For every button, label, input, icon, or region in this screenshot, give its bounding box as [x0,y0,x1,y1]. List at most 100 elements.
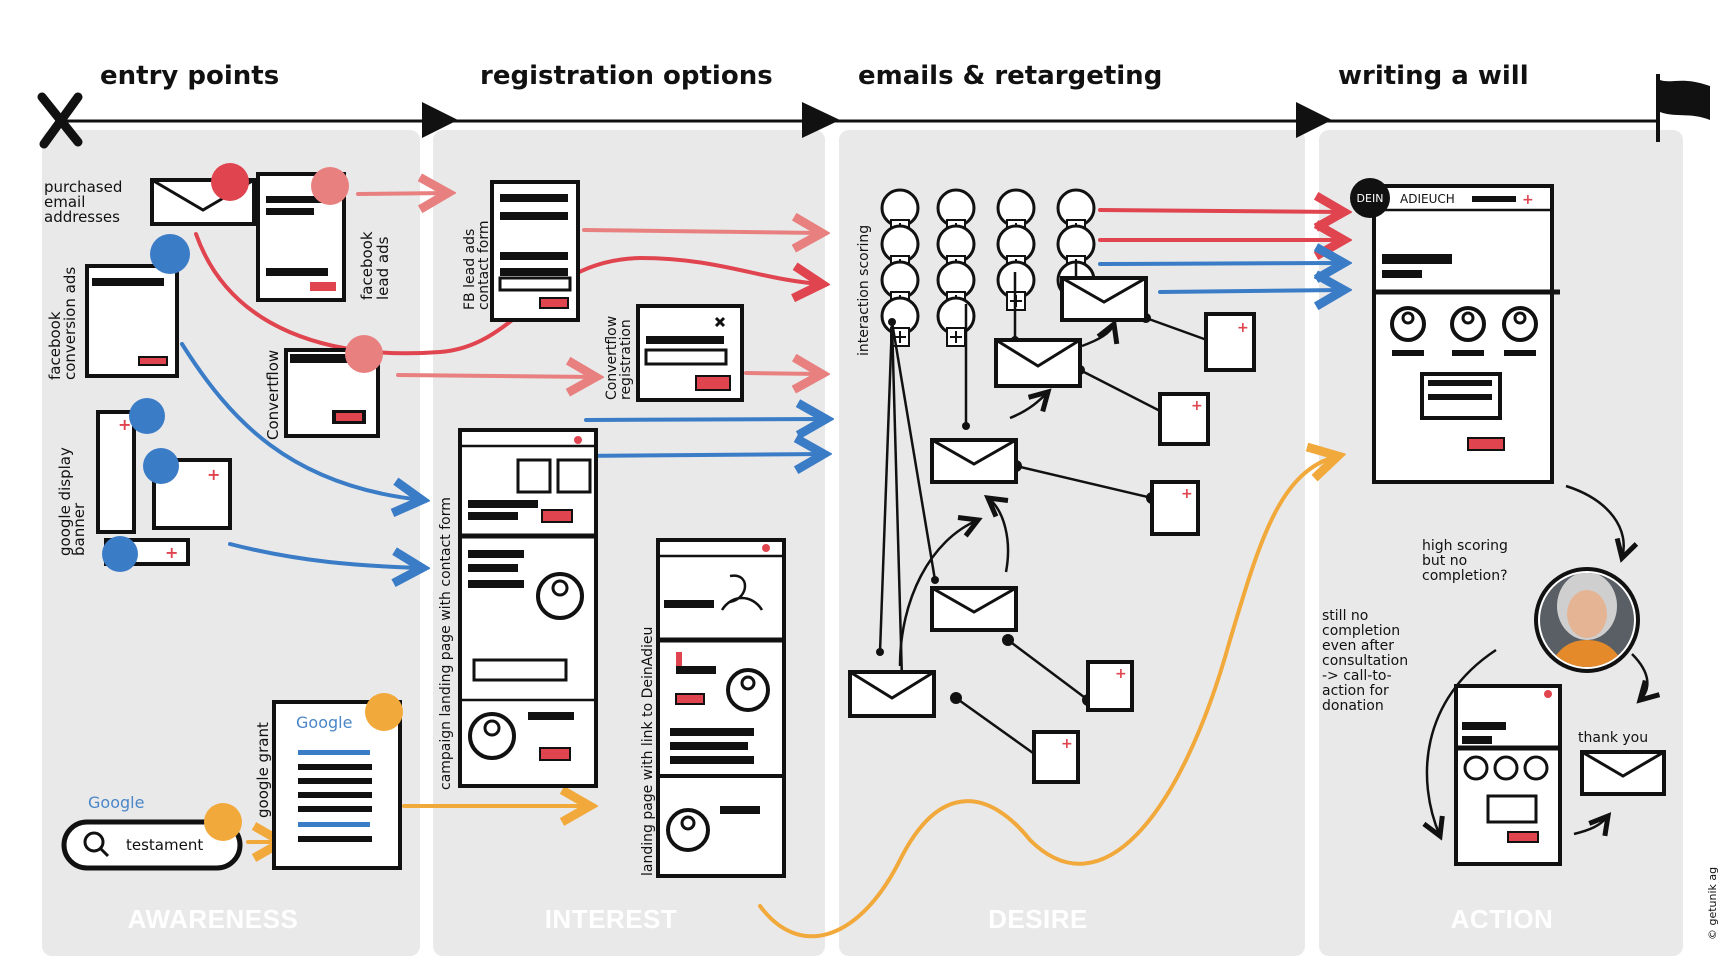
plus-icon [894,331,906,343]
phase-title-awareness: entry points [100,61,279,91]
envelope-icon [930,586,1018,632]
envelope-icon [848,670,936,718]
blue-dot [129,398,165,434]
google-logo: Google [88,793,144,812]
envelope-icon [994,338,1082,388]
deinadieu-page-mock: DEIN ADIEUCH + [1350,178,1560,484]
plus-icon: + [118,415,131,434]
person-icon [1450,306,1486,342]
fb-lead-form-mock: FB lead ads contact form [462,180,580,322]
svg-text:+: + [1061,736,1073,752]
label-google-grant: google grant [254,722,272,818]
envelope-icon [1580,750,1666,796]
brand-badge-text: DEIN [1357,192,1384,205]
label-fb-conv: conversion ads [61,267,79,380]
label-campaign-landing: campaign landing page with contact form [438,497,454,790]
flow-arrow [1631,653,1647,700]
finish-flag-icon [1656,74,1710,142]
campaign-landing-mock: campaign landing page with contact form [438,428,598,790]
phase-arrow-icon [1296,102,1332,138]
high-scoring-note: high scoring but no completion? [1422,538,1508,584]
person-icon [726,668,770,712]
svg-text:+: + [1181,486,1193,502]
plus-icon: + [207,465,220,484]
red-dot [211,163,249,201]
blue-dot [143,448,179,484]
person-icon [1390,306,1426,342]
landing-link-mock: landing page with link to DeinAdieu [640,538,786,878]
desire-ad-cards: + + + + + [1032,312,1256,784]
note-line: consultation [1322,653,1408,669]
label-interaction-scoring: interaction scoring [856,225,872,356]
note-line: still no [1322,608,1368,624]
phase-arrow-icon [422,102,458,138]
flow-arrows [180,193,1344,939]
thank-you-mail: thank you [1578,730,1666,796]
phase-title-action: writing a will [1338,61,1529,91]
person-icon [1493,755,1519,781]
note-line: action for [1322,683,1389,699]
phase-name-awareness: AWARENESS [128,904,299,934]
brand-badge [1350,178,1390,218]
salmon-dot [345,335,383,373]
orange-dot [204,803,242,841]
label-purchased: email [44,193,85,211]
person-icon [1523,755,1549,781]
label-convertflow: Convertflow [264,350,282,440]
phase-title-interest: registration options [480,61,773,91]
label-fb-conv: facebook [46,311,64,380]
brand-name: ADIEUCH [1400,192,1455,206]
envelope-icon [150,178,256,226]
label-fb-lead: lead ads [374,236,392,300]
start-cross-icon [37,92,83,149]
desire-envelopes [848,276,1148,718]
person-icon [666,808,710,852]
purchased-email-group: purchased email addresses [44,163,256,226]
person-icon [536,572,584,620]
google-logo: Google [296,713,352,732]
svg-text:+: + [1237,320,1249,336]
phase-name-action: ACTION [1451,904,1554,934]
label-fb-lead-form: contact form [476,221,492,310]
svg-text:+: + [1115,666,1127,682]
google-display-mock: google display banner + + + [56,398,232,572]
label-google-display: google display [56,447,74,556]
flow-arrow [1573,816,1608,834]
label-purchased: purchased [44,178,122,196]
label-fb-lead-form: FB lead ads [462,229,478,310]
note-line: completion [1322,623,1400,639]
fb-conversion-ad-mock: facebook conversion ads [46,234,190,380]
fb-lead-ad-mock: facebook lead ads [256,167,392,302]
label-convertflow-reg: Convertflow [604,316,620,400]
orange-dot [365,693,403,731]
google-search-mock: Google testament [61,793,243,871]
still-no-note: still no completion even after consultat… [1322,608,1408,714]
label-purchased: addresses [44,208,120,226]
label-google-display: banner [70,502,88,556]
phase-name-interest: INTEREST [545,904,678,934]
convertflow-mock: Convertflow [264,335,383,440]
svg-text:+: + [1191,398,1203,414]
envelope-icon [930,438,1018,484]
close-icon [714,316,726,328]
envelope-icon [1060,276,1148,322]
note-line: high scoring [1422,538,1508,554]
google-grant-mock: google grant Google [254,693,403,870]
label-fb-lead: facebook [358,231,376,300]
phase-title-desire: emails & retargeting [858,61,1162,91]
person-icon [1502,306,1538,342]
donation-page-mock [1454,684,1562,866]
blue-dot [102,536,138,572]
search-icon [83,831,110,858]
note-line: completion? [1422,568,1508,584]
phase-name-desire: DESIRE [988,904,1088,934]
blue-dot [150,234,190,274]
person-icon [1463,755,1489,781]
label-landing-link: landing page with link to DeinAdieu [640,627,656,876]
note-line: even after [1322,638,1394,654]
salmon-dot [311,167,349,205]
thank-you-label: thank you [1578,730,1648,746]
search-input [61,819,243,871]
note-line: -> call-to- [1322,668,1392,684]
person-icon [468,712,516,760]
